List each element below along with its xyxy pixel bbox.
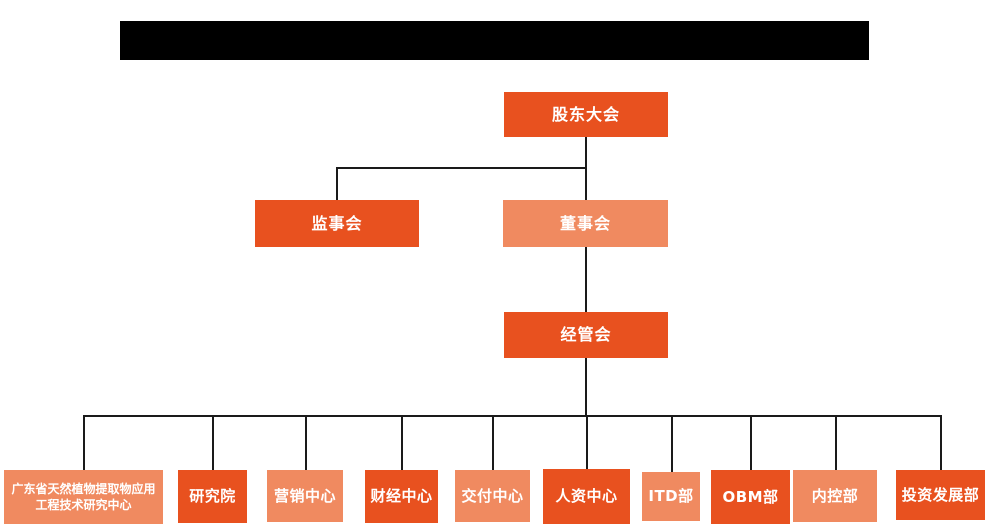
node-label: 投资发展部: [901, 485, 980, 504]
node-delivery-center: 交付中心: [455, 470, 530, 522]
node-shareholders-meeting: 股东大会: [504, 92, 668, 137]
redacted-title-bar: [120, 21, 869, 60]
node-label: 股东大会: [551, 104, 620, 124]
node-management-committee: 经管会: [504, 312, 668, 358]
node-internal-control-dept: 内控部: [793, 470, 877, 522]
node-obm-dept: OBM部: [711, 470, 790, 524]
node-marketing-center: 营销中心: [267, 470, 343, 522]
node-itd-dept: ITD部: [642, 472, 700, 521]
node-label: 财经中心: [370, 487, 433, 506]
node-supervisory-board: 监事会: [255, 200, 419, 247]
node-label: 人资中心: [555, 487, 618, 506]
node-label: ITD部: [648, 487, 694, 506]
node-label: OBM部: [722, 487, 779, 506]
connector-management-to-rail: [585, 358, 587, 417]
connector-drop-marketing-center: [305, 415, 307, 470]
node-hr-center: 人资中心: [543, 469, 630, 524]
node-finance-center: 财经中心: [365, 470, 438, 523]
node-label: 内控部: [811, 486, 859, 505]
node-label: 监事会: [311, 213, 363, 233]
connector-department-rail: [83, 415, 942, 417]
node-research-institute: 研究院: [178, 470, 247, 523]
connector-drop-delivery-center: [492, 415, 494, 470]
connector-drop-obm-dept: [750, 415, 752, 470]
node-investment-development-dept: 投资发展部: [896, 470, 985, 520]
connector-drop-itd-dept: [671, 415, 673, 472]
node-label: 经管会: [560, 325, 612, 345]
connector-drop-internal-control-dept: [835, 415, 837, 470]
connector-to-supervisory-board: [336, 167, 338, 200]
node-research-center: 广东省天然植物提取物应用工程技术研究中心: [4, 470, 163, 524]
connector-drop-research-center: [83, 415, 85, 470]
connector-root-to-board: [585, 137, 587, 200]
node-label: 董事会: [559, 213, 611, 233]
node-label: 营销中心: [273, 486, 336, 505]
connector-drop-finance-center: [401, 415, 403, 470]
connector-drop-hr-center: [586, 415, 588, 470]
node-label: 广东省天然植物提取物应用工程技术研究中心: [11, 481, 156, 512]
connector-drop-investment-dev-dept: [940, 415, 942, 470]
connector-branch-horizontal: [336, 167, 586, 169]
connector-board-to-management: [585, 247, 587, 312]
node-label: 交付中心: [461, 486, 524, 505]
node-label: 研究院: [189, 487, 236, 506]
node-board-of-directors: 董事会: [503, 200, 668, 247]
connector-drop-research-institute: [212, 415, 214, 470]
